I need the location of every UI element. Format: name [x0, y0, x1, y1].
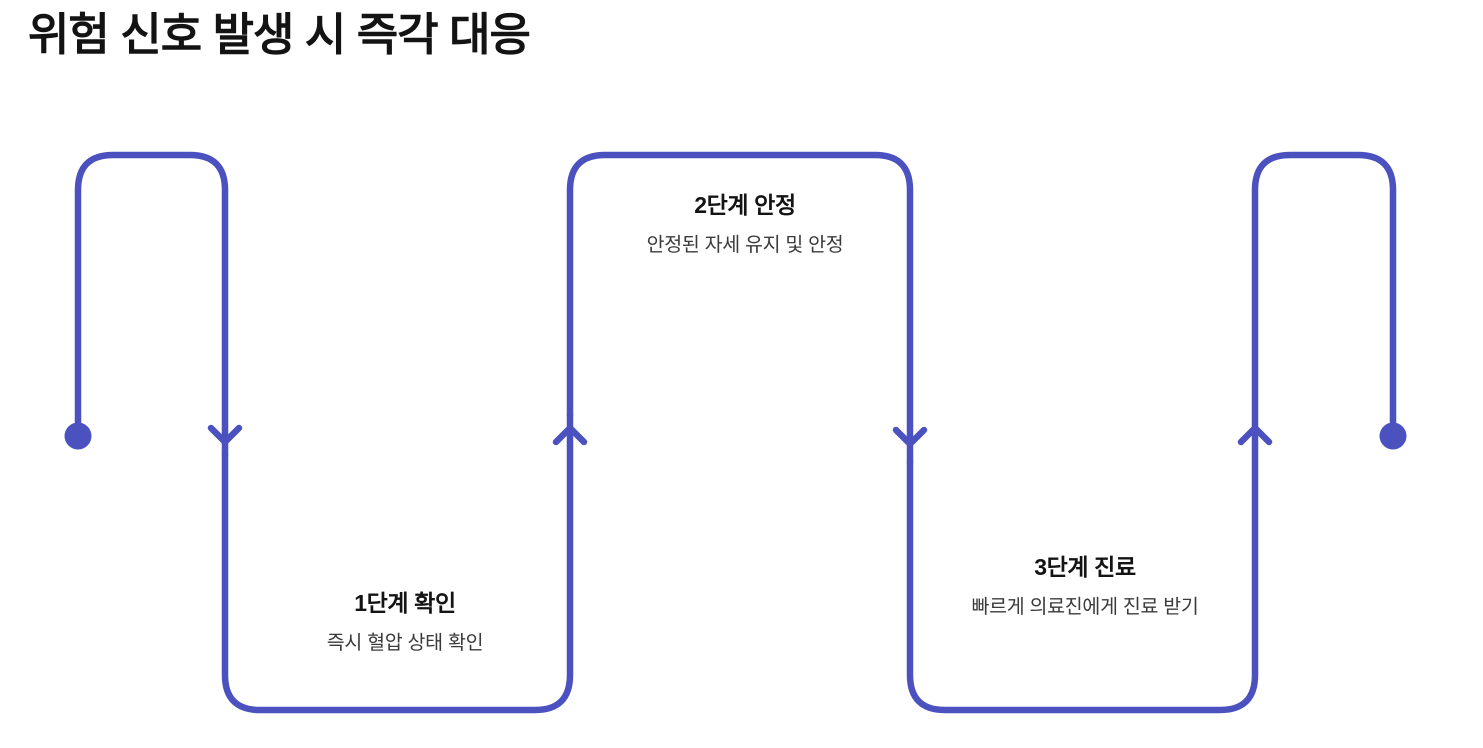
flow-segment-step2-to-step3	[566, 151, 914, 466]
page-title: 위험 신호 발생 시 즉각 대응	[28, 9, 531, 60]
end-dot	[1379, 422, 1407, 450]
step-1: 1단계 확인 즉시 혈압 상태 확인	[255, 588, 555, 658]
step-1-title: 1단계 확인	[354, 590, 456, 616]
arrow-down-icon-step1	[207, 424, 243, 446]
step-1-description: 즉시 혈압 상태 확인	[326, 632, 484, 655]
step-2-description: 안정된 자세 유지 및 안정	[646, 234, 844, 257]
arrow-up-icon-end	[1237, 424, 1273, 446]
arrow-down-icon-step3	[892, 426, 928, 448]
arrow-up-icon-step2	[552, 424, 588, 446]
step-3: 3단계 진료 빠르게 의료진에게 진료 받기	[940, 552, 1230, 622]
flow-segment-step3-to-end	[906, 151, 1397, 714]
step-2: 2단계 안정 안정된 자세 유지 및 안정	[595, 190, 895, 260]
step-3-title: 3단계 진료	[1034, 554, 1136, 580]
flow-segment-step1-to-step2	[221, 411, 574, 714]
start-dot	[64, 422, 92, 450]
step-3-description: 빠르게 의료진에게 진료 받기	[971, 596, 1199, 619]
flow-segment-start-to-step1	[74, 151, 229, 459]
step-2-title: 2단계 안정	[694, 192, 796, 218]
